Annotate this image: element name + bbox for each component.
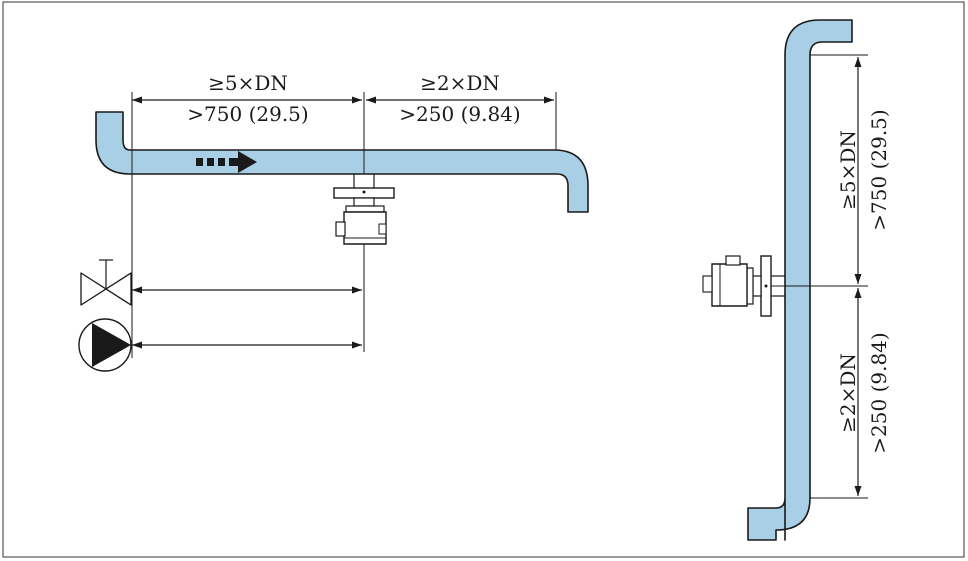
sensor-icon — [702, 255, 785, 317]
flow-direction-arrow-icon — [196, 151, 257, 173]
vertical-upstream-dim-top: ≥5×DN — [836, 130, 860, 210]
valve-icon — [80, 259, 132, 306]
horizontal-pipe — [95, 111, 589, 213]
vertical-downstream-dim-top: ≥2×DN — [836, 353, 860, 433]
horizontal-downstream-dim-top: ≥2×DN — [420, 71, 500, 95]
horizontal-upstream-dim-top: ≥5×DN — [208, 71, 288, 95]
sensor-icon — [333, 174, 395, 245]
vertical-downstream-dim-bottom: >250 (9.84) — [867, 332, 891, 453]
horizontal-downstream-dim-bottom: >250 (9.84) — [399, 102, 520, 126]
vertical-upstream-dim-bottom: >750 (29.5) — [867, 109, 891, 230]
horizontal-upstream-dim-bottom: >750 (29.5) — [187, 102, 308, 126]
pump-icon — [78, 318, 132, 372]
